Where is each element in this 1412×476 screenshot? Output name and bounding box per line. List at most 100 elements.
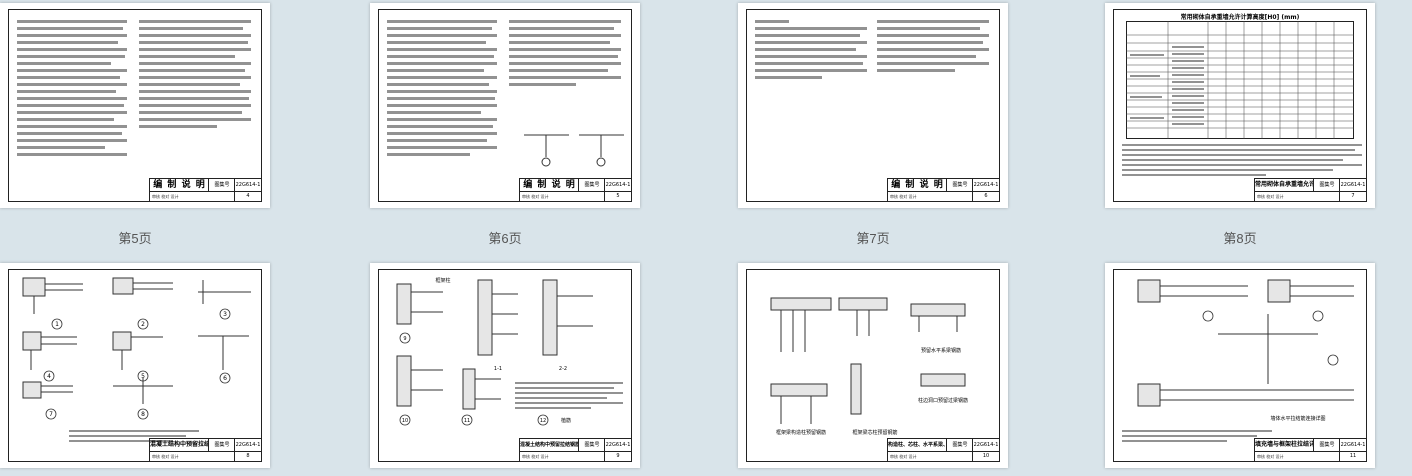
title-block: 混凝土结构中预留拉结钢筋详图 图集号 22G614-1 审核 校对 设计 8: [149, 438, 261, 461]
atlas-label: 图集号: [208, 439, 235, 452]
page-thumbnail[interactable]: 1 2 3 4 5 6 7 8 混凝土结构中预留拉结钢筋详图 图集号 22G61…: [0, 263, 270, 468]
drawing-frame: 1 2 3 4 5 6 7 8 混凝土结构中预留拉结钢筋详图 图集号 22G61…: [8, 269, 262, 462]
height-table: [1126, 21, 1354, 139]
drawing-frame: 编 制 说 明 图集号 22G614-1 审核 校对 设计 6: [746, 9, 1000, 202]
title-block: 常用砌体自承重墙允许计算高度[H0] (m) 图集号 22G614-1 审核 校…: [1254, 178, 1366, 201]
detail-number: 12: [540, 418, 546, 424]
page-thumbnail[interactable]: 编 制 说 明 图集号 22G614-1 审核 校对 设计 6: [738, 3, 1008, 208]
page-number: 6: [972, 192, 999, 201]
page-label: 第5页: [118, 231, 152, 246]
atlas-number: 22G614-1: [234, 179, 261, 192]
page-thumbnail[interactable]: 框架梁构造柱预留钢筋 框架梁芯柱预留钢筋 预留水平系梁钢筋 柱边洞口预留过梁钢筋…: [738, 263, 1008, 468]
page-thumbnail[interactable]: 墙体水平拉结筋连接详图 填充墙与框架柱拉结详图 图集号 22G614-1 审核 …: [1105, 263, 1375, 468]
drawing-label: 植筋: [561, 417, 571, 424]
detail-number: 1: [55, 321, 59, 328]
signature-row: 审核 校对 设计: [522, 194, 549, 199]
detail-number: 3: [223, 311, 227, 318]
rebar-planting-drawing: 9 10 11 12 1-1 2-2 框架柱 植筋: [396, 277, 593, 426]
detail-number: 10: [402, 418, 408, 424]
title-block: 编 制 说 明 图集号 22G614-1 审核 校对 设计 6: [887, 178, 999, 201]
page-thumbnail[interactable]: 9 10 11 12 1-1 2-2 框架柱 植筋 混凝土结构中预留拉结钢筋和植…: [370, 263, 640, 468]
detail-number: 8: [141, 411, 145, 418]
atlas-number: 22G614-1: [1339, 439, 1366, 452]
drawing-frame: 常用砌体自承重墙允许计算高度[H0] (mm): [1113, 9, 1367, 202]
reserved-rebar-drawing: 框架梁构造柱预留钢筋 框架梁芯柱预留钢筋 预留水平系梁钢筋 柱边洞口预留过梁钢筋: [770, 297, 968, 436]
notes-text: [1122, 144, 1362, 179]
page-number: 7: [1339, 192, 1366, 201]
title-block: 混凝土结构中预留拉结钢筋和植筋做法详图 图集号 22G614-1 审核 校对 设…: [519, 438, 631, 461]
drawing-label: 柱边洞口预留过梁钢筋: [918, 397, 968, 404]
page-number: 4: [234, 192, 261, 201]
text-column: [509, 20, 621, 90]
detail-number: 9: [403, 336, 406, 342]
drawing-title: 混凝土结构中预留拉结钢筋和植筋做法详图: [520, 439, 579, 452]
drawing-title: 构造柱、芯柱、水平系梁、过梁预留筋详图: [888, 439, 947, 452]
drawing-title: 编 制 说 明: [150, 179, 209, 192]
atlas-label: 图集号: [1313, 439, 1340, 452]
atlas-label: 图集号: [578, 179, 605, 192]
atlas-label: 图集号: [946, 179, 973, 192]
atlas-label: 图集号: [578, 439, 605, 452]
page-label: 第6页: [488, 231, 522, 246]
page-thumbnail[interactable]: 编 制 说 明 图集号 22G614-1 审核 校对 设计 5: [370, 3, 640, 208]
signature-row: 审核 校对 设计: [890, 454, 917, 459]
drawing-frame: 框架梁构造柱预留钢筋 框架梁芯柱预留钢筋 预留水平系梁钢筋 柱边洞口预留过梁钢筋…: [746, 269, 1000, 462]
text-column: [755, 20, 867, 83]
title-block: 构造柱、芯柱、水平系梁、过梁预留筋详图 图集号 22G614-1 审核 校对 设…: [887, 438, 999, 461]
detail-number: 7: [49, 411, 53, 418]
drawing-frame: 编 制 说 明 图集号 22G614-1 审核 校对 设计 4: [8, 9, 262, 202]
drawing-title: 常用砌体自承重墙允许计算高度[H0] (m): [1255, 179, 1314, 192]
atlas-number: 22G614-1: [604, 439, 631, 452]
atlas-label: 图集号: [1313, 179, 1340, 192]
signature-row: 审核 校对 设计: [890, 194, 917, 199]
atlas-label: 图集号: [208, 179, 235, 192]
drawing-frame: 编 制 说 明 图集号 22G614-1 审核 校对 设计 5: [378, 9, 632, 202]
drawing-label: 预留水平系梁钢筋: [921, 347, 961, 354]
page-label: 第8页: [1223, 231, 1257, 246]
rebar-details-drawing: 1 2 3 4 5 6 7 8: [22, 277, 251, 420]
drawing-title: 编 制 说 明: [520, 179, 579, 192]
drawing-label: 框架梁构造柱预留钢筋: [776, 429, 826, 436]
title-block: 填充墙与框架柱拉结详图 图集号 22G614-1 审核 校对 设计 11: [1254, 438, 1366, 461]
signature-row: 审核 校对 设计: [152, 194, 179, 199]
drawing-frame: 9 10 11 12 1-1 2-2 框架柱 植筋 混凝土结构中预留拉结钢筋和植…: [378, 269, 632, 462]
text-column: [17, 20, 127, 160]
text-column: [877, 20, 989, 76]
section-label: 2-2: [559, 366, 567, 372]
signature-row: 审核 校对 设计: [1257, 194, 1284, 199]
signature-row: 审核 校对 设计: [1257, 454, 1284, 459]
page-number: 8: [234, 452, 261, 461]
page-number: 5: [604, 192, 631, 201]
signature-row: 审核 校对 设计: [152, 454, 179, 459]
page-number: 9: [604, 452, 631, 461]
detail-number: 4: [47, 373, 51, 380]
signature-row: 审核 校对 设计: [522, 454, 549, 459]
title-block: 编 制 说 明 图集号 22G614-1 审核 校对 设计 5: [519, 178, 631, 201]
text-column: [387, 20, 497, 160]
atlas-number: 22G614-1: [234, 439, 261, 452]
drawing-label: 墙体水平拉结筋连接详图: [1270, 415, 1325, 422]
table-title: 常用砌体自承重墙允许计算高度[H0] (mm): [1180, 14, 1300, 21]
page-thumbnail[interactable]: 编 制 说 明 图集号 22G614-1 审核 校对 设计 4: [0, 3, 270, 208]
drawing-label: 框架梁芯柱预留钢筋: [852, 429, 897, 436]
notes-text: [1122, 430, 1272, 445]
drawing-frame: 墙体水平拉结筋连接详图 填充墙与框架柱拉结详图 图集号 22G614-1 审核 …: [1113, 269, 1367, 462]
atlas-label: 图集号: [946, 439, 973, 452]
atlas-number: 22G614-1: [604, 179, 631, 192]
atlas-number: 22G614-1: [972, 439, 999, 452]
text-column: [139, 20, 251, 132]
detail-number: 11: [464, 418, 470, 424]
drawing-title: 编 制 说 明: [888, 179, 947, 192]
drawing-label: 框架柱: [435, 277, 450, 284]
title-block: 编 制 说 明 图集号 22G614-1 审核 校对 设计 4: [149, 178, 261, 201]
anchor-diagram: [524, 134, 624, 167]
detail-number: 2: [141, 321, 145, 328]
page-number: 11: [1339, 452, 1366, 461]
page-thumbnail[interactable]: 常用砌体自承重墙允许计算高度[H0] (mm): [1105, 3, 1375, 208]
detail-number: 6: [223, 375, 227, 382]
drawing-title: 填充墙与框架柱拉结详图: [1255, 439, 1314, 452]
notes-text: [69, 430, 199, 445]
drawing-title: 混凝土结构中预留拉结钢筋详图: [150, 439, 209, 452]
atlas-number: 22G614-1: [1339, 179, 1366, 192]
